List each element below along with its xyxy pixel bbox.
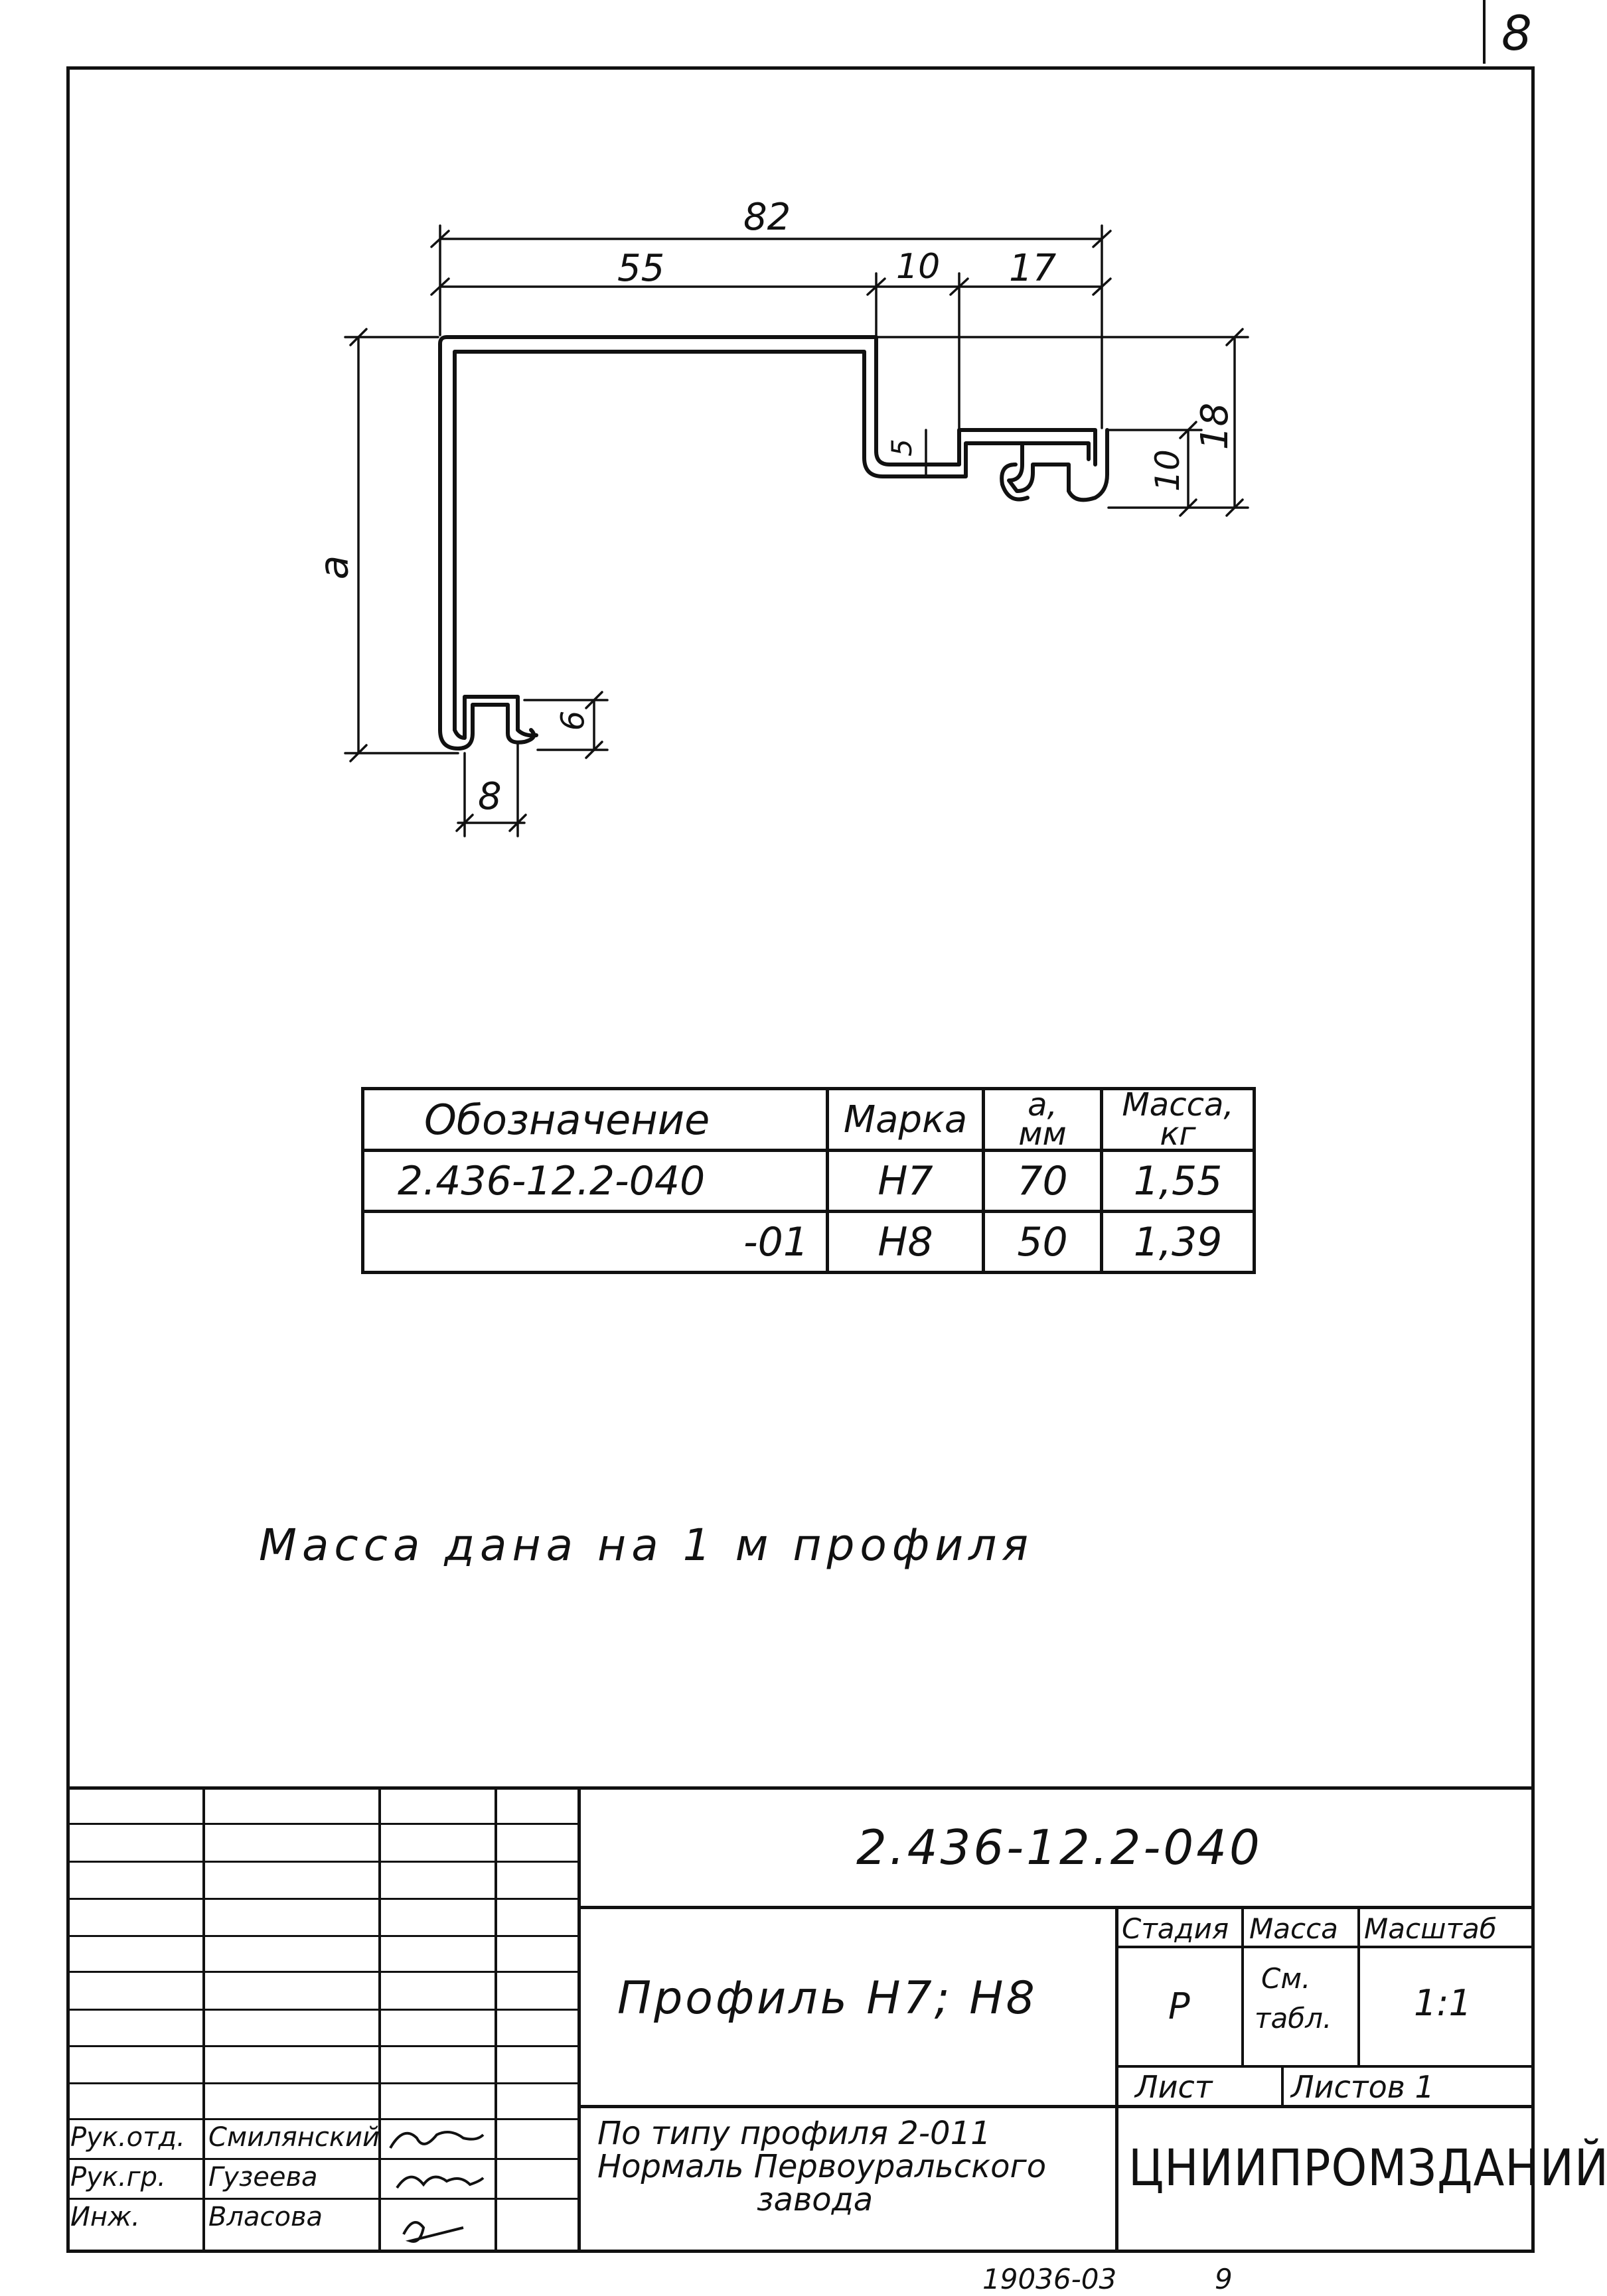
role-engineer: Инж.: [70, 2202, 140, 2232]
table-row: -01 Н8 50 1,39: [361, 1210, 1256, 1274]
drawing-frame: [66, 66, 1535, 2253]
dim-left-width: 55: [617, 247, 665, 290]
row-designation: 2.436-12.2-040: [361, 1149, 829, 1213]
role-dept-head: Рук.отд.: [70, 2122, 185, 2153]
header-mass-name: Масса,: [1122, 1086, 1234, 1123]
name-dept-head: Смилянский: [208, 2122, 380, 2153]
signatures: [389, 2131, 485, 2243]
scale-label: Масштаб: [1364, 1912, 1497, 1945]
dim-bottom-height: 6: [554, 710, 592, 731]
dim-height-var: a: [311, 555, 358, 580]
reference-line-1: По типу профиля 2-011: [597, 2115, 991, 2152]
reference-line-2: Нормаль Первоуральского: [597, 2148, 1047, 2185]
row-mass: 1,55: [1100, 1149, 1256, 1213]
organization: ЦНИИПРОМЗДАНИЙ: [1128, 2138, 1607, 2197]
role-group-head: Рук.гр.: [70, 2162, 166, 2192]
mass-note: Масса дана на 1 м профиля: [259, 1520, 1033, 1571]
header-designation: Обозначение: [361, 1087, 829, 1152]
reference-line-3: завода: [757, 2181, 874, 2218]
row-mark: Н7: [826, 1149, 985, 1213]
sheet-label: Лист: [1135, 2069, 1213, 2105]
profile-outline-inner: [453, 350, 1091, 732]
footer-page: 9: [1215, 2263, 1233, 2295]
archive-number: 19036-03: [982, 2263, 1117, 2295]
row-mark: Н8: [826, 1210, 985, 1274]
scale-value: 1:1: [1414, 1982, 1472, 2024]
stage-label: Стадия: [1122, 1912, 1229, 1945]
header-mass-unit: кг: [1160, 1115, 1196, 1153]
dim-step-width: 10: [896, 247, 941, 287]
row-mass: 1,39: [1100, 1210, 1256, 1274]
row-a: 70: [982, 1149, 1103, 1213]
mass-label: Масса: [1249, 1912, 1338, 1945]
table-row: 2.436-12.2-040 Н7 70 1,55: [361, 1149, 1256, 1213]
mass-value-1: См.: [1261, 1962, 1311, 1995]
doc-code: 2.436-12.2-040: [856, 1820, 1263, 1875]
dim-small-gap: 5: [885, 439, 918, 457]
bottom-hook: [438, 703, 526, 751]
header-mark: Марка: [826, 1087, 985, 1152]
dim-bottom-width: 8: [478, 775, 502, 818]
spec-header-row: Обозначение Марка а, мм Масса, кг: [361, 1086, 1256, 1153]
dim-right-height: 18: [1193, 402, 1237, 451]
name-engineer: Власова: [208, 2202, 323, 2232]
header-a-unit: мм: [1018, 1115, 1067, 1153]
dim-total-width: 82: [743, 196, 791, 239]
row-designation: -01: [361, 1210, 829, 1274]
name-group-head: Гузеева: [208, 2162, 318, 2192]
spec-table: Обозначение Марка а, мм Масса, кг 2.436-…: [361, 1087, 1256, 1274]
row-a: 50: [982, 1210, 1103, 1274]
sheets-label: Листов 1: [1291, 2069, 1434, 2105]
drawing-title: Профиль Н7; Н8: [617, 1972, 1037, 2025]
header-a: а, мм: [982, 1086, 1103, 1153]
stage-value: Р: [1168, 1985, 1190, 2027]
sheet-number-divider: [1483, 0, 1486, 64]
right-hook: [1007, 428, 1109, 502]
dim-right-width: 17: [1009, 247, 1057, 290]
sheet-number: 8: [1501, 5, 1532, 61]
header-a-name: а,: [1028, 1086, 1057, 1123]
header-mass: Масса, кг: [1100, 1086, 1256, 1153]
profile-outline-outer: [438, 335, 1097, 732]
mass-value-2: табл.: [1255, 2002, 1332, 2035]
title-block: 2.436-12.2-040 Профиль Н7; Н8 Стадия Мас…: [66, 1786, 1607, 2253]
dim-lip-height: 10: [1148, 449, 1187, 492]
